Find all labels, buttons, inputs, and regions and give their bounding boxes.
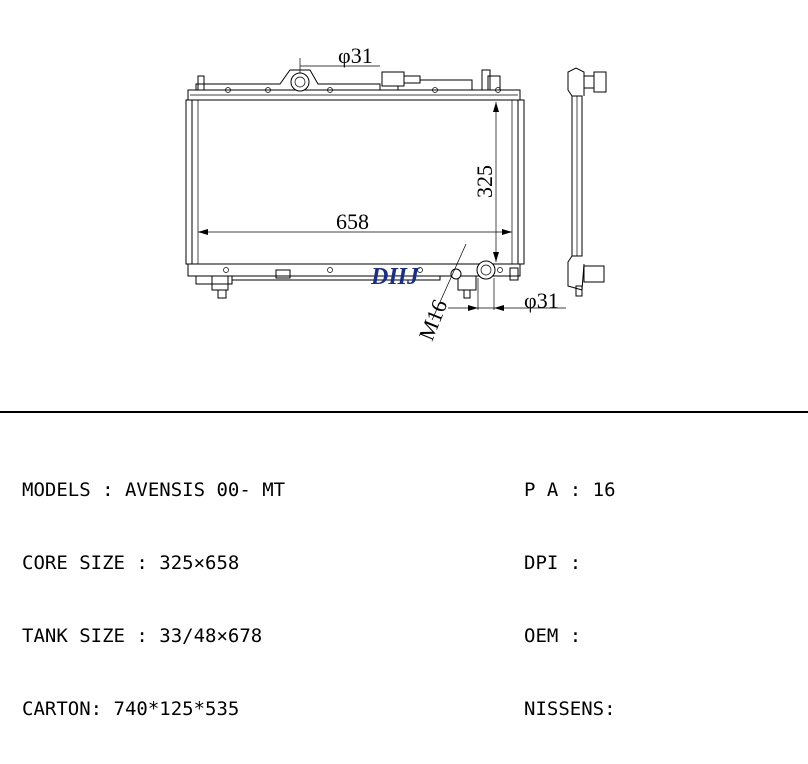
drain-thread-label: M16 (413, 296, 452, 344)
radiator-spec-sheet: φ31 658 325 φ31 M16 DHJ MODELS : AVENSIS… (0, 43, 808, 720)
spec-row-carton: CARTON: 740*125*535 (22, 698, 285, 720)
drain-plug (457, 275, 477, 291)
radiator-side-view (567, 67, 607, 297)
spec-label: MODELS (22, 479, 91, 501)
spec-label: NISSENS (524, 698, 605, 720)
specs-left-column: MODELS : AVENSIS 00- MT CORE SIZE : 325×… (22, 435, 285, 764)
spec-label: TANK SIZE (22, 625, 125, 647)
spec-separator: : (558, 479, 593, 501)
dimension-lines (198, 58, 566, 321)
spec-separator: : (124, 552, 160, 574)
spec-label: P A (524, 479, 559, 501)
spec-label: CARTON (22, 698, 91, 720)
spec-row-oem: OEM : (524, 625, 616, 647)
spec-separator: : (90, 698, 114, 720)
spec-row-core-size: CORE SIZE : 325×658 (22, 552, 285, 574)
outlet-diameter-label: φ31 (524, 288, 559, 313)
spec-value: 33/48×678 (159, 625, 263, 647)
spec-label: DPI (524, 552, 559, 574)
spec-row-dpi: DPI : (524, 552, 616, 574)
radiator-front-view (185, 69, 525, 299)
inlet-diameter-label: φ31 (338, 43, 373, 68)
spec-label: CORE SIZE (22, 552, 125, 574)
spec-row-tank-size: TANK SIZE : 33/48×678 (22, 625, 285, 647)
spec-row-nissens: NISSENS: (524, 698, 616, 720)
spec-value: 325×658 (159, 552, 240, 574)
spec-separator: : (124, 625, 160, 647)
radiator-technical-drawing: φ31 658 325 φ31 M16 DHJ (185, 43, 607, 344)
spec-value: 740*125*535 (113, 698, 240, 720)
spec-value: 16 (592, 479, 616, 501)
spec-separator: : (558, 552, 593, 574)
spec-separator: : (558, 625, 593, 647)
spec-separator: : (90, 479, 125, 501)
section-divider (0, 411, 808, 413)
brand-watermark: DHJ (370, 264, 420, 290)
spec-label: OEM (524, 625, 559, 647)
outlet-pipe (476, 260, 496, 280)
width-dimension-label: 658 (336, 209, 369, 234)
spec-row-pa: P A : 16 (524, 479, 616, 501)
spec-value: AVENSIS 00- MT (124, 479, 286, 501)
inlet-pipe (290, 72, 310, 92)
radiator-core (191, 99, 519, 265)
spec-separator: : (604, 698, 616, 720)
height-dimension-label: 325 (472, 165, 497, 198)
filler-neck (381, 71, 405, 87)
specs-right-column: P A : 16 DPI : OEM : NISSENS: (524, 435, 616, 764)
spec-row-models: MODELS : AVENSIS 00- MT (22, 479, 285, 501)
